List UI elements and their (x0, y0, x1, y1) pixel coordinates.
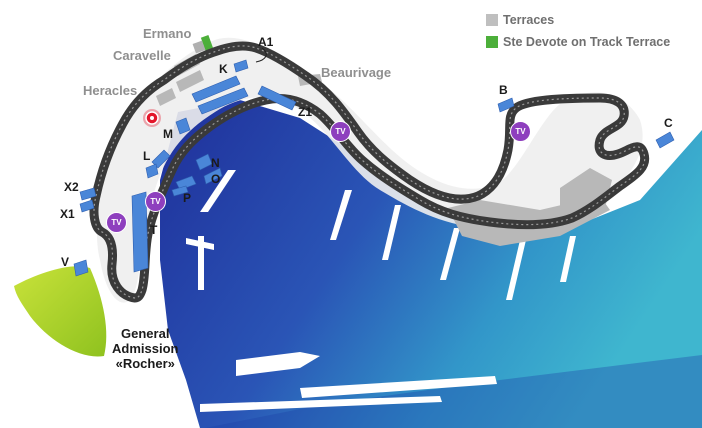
stand-label-x2: X2 (64, 180, 79, 194)
stand-label-b: B (499, 83, 508, 97)
race-track (89, 41, 650, 303)
stand-label-v: V (61, 255, 70, 269)
legend-ste-devote-label: Ste Devote on Track Terrace (503, 35, 671, 49)
stand-k-2 (197, 87, 249, 115)
stand-label-z1: Z1 (298, 105, 313, 119)
general-admission-area (14, 266, 107, 357)
stand-s (145, 163, 159, 179)
tv-icon: TV (330, 121, 351, 142)
legend-terraces: Terraces (486, 13, 554, 27)
stand-label-k: K (219, 62, 228, 76)
stand-o (203, 167, 223, 185)
stand-v (73, 259, 89, 277)
stand-c (655, 131, 675, 149)
stand-m (175, 117, 191, 135)
tv-icon: TV (106, 212, 127, 233)
stand-x2 (79, 187, 97, 201)
general-admission-line2: Admission (112, 341, 179, 356)
general-admission-label: General Admission «Rocher» (112, 326, 178, 371)
harbour-piers (186, 170, 576, 412)
area-beaurivage: Beaurivage (321, 65, 392, 80)
stand-label-o: O (211, 172, 221, 186)
area-heracles: Heracles (83, 83, 138, 98)
terraces-swatch (486, 14, 498, 26)
stand-n (195, 153, 213, 171)
stand-p (175, 175, 197, 191)
general-admission-line3: «Rocher» (115, 356, 175, 371)
stand-x1 (79, 199, 95, 213)
grandstands (73, 59, 675, 277)
tv-icon: TV (145, 191, 166, 212)
stand-label-c: C (664, 116, 673, 130)
stand-label-p: P (183, 191, 192, 205)
stand-t (131, 191, 149, 273)
stand-a1 (233, 59, 249, 73)
general-admission-line1: General (121, 326, 170, 341)
stand-p-2 (171, 185, 189, 197)
area-ermano: Ermano (143, 26, 192, 41)
stand-label-l: L (143, 149, 151, 163)
area-caravelle: Caravelle (113, 48, 171, 63)
a1-pointer (255, 47, 267, 63)
legend-terraces-label: Terraces (503, 13, 555, 27)
terrace-legend-swatch-map (200, 35, 214, 51)
land-band (205, 355, 702, 428)
stand-label-t: T (150, 223, 158, 237)
stand-label-n: N (211, 156, 220, 170)
sea-area (160, 100, 702, 428)
tv-icon: TV (510, 121, 531, 142)
stand-b (497, 97, 515, 113)
stand-k (191, 75, 241, 103)
stand-label-a1: A1 (258, 35, 274, 49)
ste-devote-swatch (486, 36, 498, 48)
stand-z1 (257, 85, 297, 111)
stand-label-x1: X1 (60, 207, 75, 221)
legend-ste-devote: Ste Devote on Track Terrace (486, 35, 670, 49)
stand-label-m: M (163, 127, 173, 141)
